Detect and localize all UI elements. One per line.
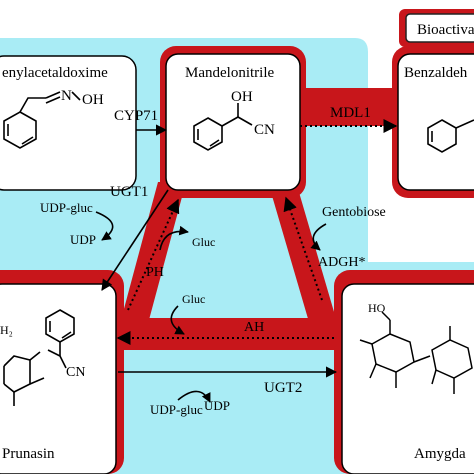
amygdalin-box: [341, 283, 474, 474]
phenylacetaldoxime-box: [0, 55, 137, 191]
adgh-arrow: [283, 196, 323, 301]
phenylacetaldoxime-label: enylacetaldoxime: [2, 65, 108, 81]
ph-label: PH: [146, 265, 164, 280]
gentobiose-label: Gentobiose: [322, 205, 386, 220]
cyp71-label: CYP71: [114, 108, 158, 124]
gentobiose-curve: [310, 223, 327, 251]
udp-gluc-1-curve: [95, 211, 114, 241]
legend-label: Bioactiva: [417, 22, 474, 38]
gluc-2-label: Gluc: [182, 292, 205, 306]
prunasin-structure: [3, 309, 75, 406]
prunasin-cn-label: CN: [66, 365, 85, 380]
oxime-oh-label: OH: [82, 92, 104, 108]
legend-inner: [405, 13, 474, 43]
mandelo-cn-label: CN: [254, 122, 275, 138]
udp-2-label: UDP: [204, 398, 230, 413]
ugt2-label: UGT2: [264, 380, 302, 396]
udp-gluc-1-label: UDP-gluc: [40, 200, 93, 215]
udp-1-label: UDP: [70, 232, 96, 247]
udp-gluc-2-curve: [177, 390, 211, 403]
gluc-2-curve: [170, 305, 185, 335]
amygdalin-label: Amygda: [414, 446, 466, 462]
prunasin-box: [0, 283, 117, 474]
prunasin-label: Prunasin: [2, 446, 55, 462]
amyg-ho-label: HO: [368, 301, 386, 315]
right-trapezoid-band: [268, 182, 344, 346]
ugt1-arrow: [101, 189, 169, 291]
benzaldehyde-box: [397, 53, 474, 191]
phenylacetaldoxime-structure: [3, 91, 81, 149]
ph-arrow: [127, 198, 180, 311]
mandelonitrile-box: [165, 53, 301, 191]
ugt1-label: UGT1: [110, 184, 148, 200]
mdl1-label: MDL1: [330, 105, 371, 121]
mandelo-oh-label: OH: [231, 89, 253, 105]
udp-gluc-2-label: UDP-gluc: [150, 402, 203, 417]
benzaldehyde-structure: [427, 119, 474, 153]
gluc-1-label: Gluc: [192, 235, 215, 249]
benzaldehyde-label: Benzaldeh: [404, 65, 468, 81]
ah-label: AH: [244, 320, 264, 335]
mandelonitrile-label: Mandelonitrile: [185, 65, 274, 81]
amygdalin-structure: [359, 311, 473, 394]
mandelonitrile-structure: [193, 103, 253, 151]
adgh-label: ADGH*: [318, 255, 365, 270]
gluc-1-curve: [159, 225, 189, 251]
oxime-n-label: N: [61, 88, 72, 104]
prunasin-h2-label: H₂: [0, 323, 13, 337]
